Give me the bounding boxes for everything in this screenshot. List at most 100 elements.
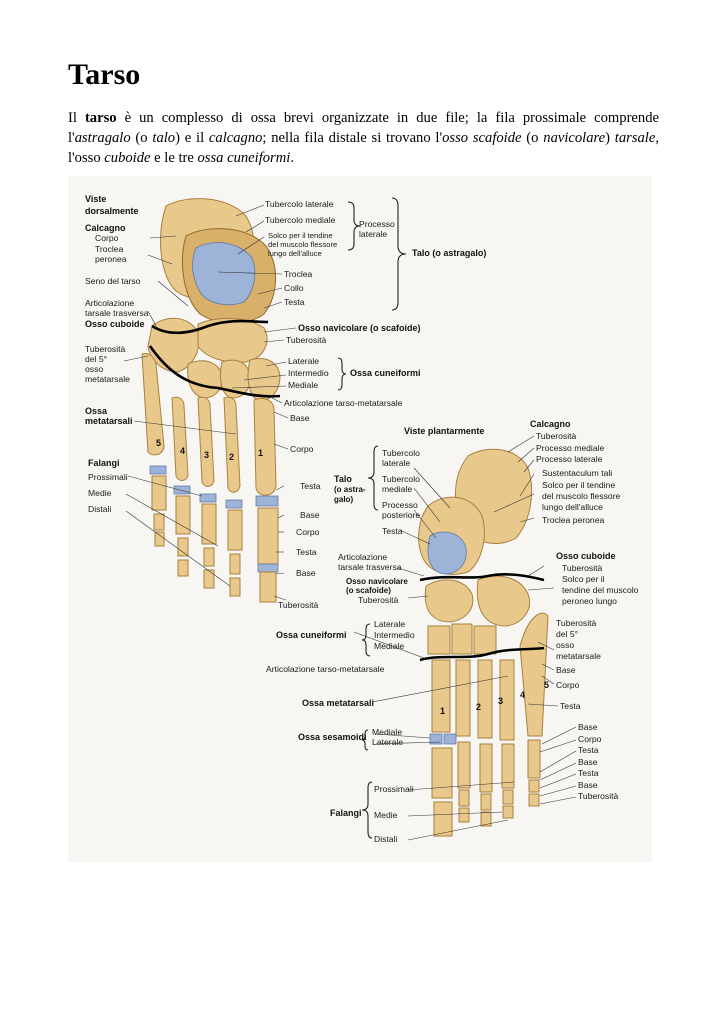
label-tub5-3: osso xyxy=(85,364,103,374)
label-p-testa: Testa xyxy=(382,526,403,536)
label-p-cuneiformi: Ossa cuneiformi xyxy=(276,630,347,640)
label-p-ses-med: Mediale xyxy=(372,727,402,737)
paragraph-run: cuboide xyxy=(104,150,151,166)
anatomy-illustration: Viste dorsalmente Calcagno Corpo Troclea… xyxy=(85,194,639,844)
label-p-nav-tub: Tuberosità xyxy=(358,595,399,605)
label-corpo: Corpo xyxy=(95,233,119,243)
label-p-r-corpo: Corpo xyxy=(578,734,602,744)
label-corpo-meta: Corpo xyxy=(290,444,314,454)
paragraph-run: (o xyxy=(521,130,544,146)
label-processo-1: Processo xyxy=(359,219,395,229)
label-peronea: peronea xyxy=(95,254,127,264)
label-p-prossimali: Prossimali xyxy=(374,784,414,794)
label-p-cun-med: Mediale xyxy=(374,641,404,651)
label-p-troclea: Troclea peronea xyxy=(542,515,604,525)
paragraph-run: navicolare xyxy=(543,130,606,146)
label-p-solco-2: del muscolo flessore xyxy=(542,491,621,501)
label-talo: Talo (o astragalo) xyxy=(412,248,486,258)
label-troclea-talo: Troclea xyxy=(284,269,313,279)
label-p-proc-lat: Processo laterale xyxy=(536,454,603,464)
label-ossa-meta-2: metatarsali xyxy=(85,416,133,426)
p-number-3: 3 xyxy=(498,696,503,706)
label-calcagno: Calcagno xyxy=(85,223,126,233)
label-p-pp-2: posteriore xyxy=(382,510,420,520)
label-p-ses-lat: Laterale xyxy=(372,737,403,747)
label-osso-cuboide: Osso cuboide xyxy=(85,319,145,329)
plantar-foot-drawing xyxy=(418,448,549,837)
label-p-t5-1: Tuberosità xyxy=(556,618,597,628)
plantar-labels: Viste plantarmente Calcagno Tuberosità P… xyxy=(266,419,639,844)
paragraph-run: ; nella fila distale si trovano l' xyxy=(262,130,443,146)
braces xyxy=(337,197,407,839)
label-p-cs-1: Solco per il xyxy=(562,574,605,584)
label-p-r-base-2: Base xyxy=(578,757,598,767)
label-p-r-tub: Tuberosità xyxy=(578,791,619,801)
page-title: Tarso xyxy=(68,58,141,91)
label-p-distali: Distali xyxy=(374,834,397,844)
label-cun-mediale: Mediale xyxy=(288,380,318,390)
label-tub-laterale: Tubercolo laterale xyxy=(265,199,334,209)
label-falangi: Falangi xyxy=(88,458,120,468)
paragraph-run: e le tre xyxy=(150,150,198,166)
number-2: 2 xyxy=(229,452,234,462)
paragraph-run: (o xyxy=(130,130,153,146)
label-ossa-meta-1: Ossa xyxy=(85,406,108,416)
number-4: 4 xyxy=(180,446,185,456)
foot-anatomy-figure: Viste dorsalmente Calcagno Corpo Troclea… xyxy=(68,176,652,862)
label-p-cub-tub: Tuberosità xyxy=(562,563,603,573)
p-number-4: 4 xyxy=(520,690,525,700)
label-medie: Medie xyxy=(88,488,112,498)
label-tub-mediale: Tubercolo mediale xyxy=(265,215,336,225)
label-testa-meta: Testa xyxy=(300,481,321,491)
label-tub5-4: metatarsale xyxy=(85,374,130,384)
label-distali: Distali xyxy=(88,504,111,514)
label-p-talo-2: (o astra- xyxy=(334,485,366,494)
label-p-metatarsali: Ossa metatarsali xyxy=(302,698,374,708)
paragraph-run: è un complesso di ossa brevi organizzate… xyxy=(68,110,659,146)
label-prossimali: Prossimali xyxy=(88,472,128,482)
label-seno-tarso: Seno del tarso xyxy=(85,276,141,286)
label-p-t5-3: osso xyxy=(556,640,574,650)
label-p-cs-2: tendine del muscolo xyxy=(562,585,639,595)
label-testa-talo: Testa xyxy=(284,297,305,307)
paragraph-run: astragalo xyxy=(74,130,131,146)
label-p-cun-lat: Laterale xyxy=(374,619,405,629)
label-p-base: Base xyxy=(556,665,576,675)
label-p-nav-1: Osso navicolare xyxy=(346,577,408,586)
leader-lines xyxy=(123,204,577,841)
label-cun-laterale: Laterale xyxy=(288,356,319,366)
paragraph-run: tarsale xyxy=(614,130,656,146)
paragraph-run: tarso xyxy=(84,110,117,126)
label-p-talo-1: Talo xyxy=(334,474,352,484)
label-base-3: Base xyxy=(296,568,316,578)
paragraph-run: , l'osso xyxy=(68,130,659,166)
label-navicolare: Osso navicolare (o scafoide) xyxy=(298,323,421,333)
label-tarso-meta: Articolazione tarso-metatarsale xyxy=(284,398,403,408)
label-base: Base xyxy=(290,413,310,423)
label-tub5-2: del 5° xyxy=(85,354,107,364)
label-p-tm-2: mediale xyxy=(382,484,412,494)
label-processo-2: laterale xyxy=(359,229,387,239)
label-p-sesamoidi: Ossa sesamoidi xyxy=(298,732,367,742)
label-p-t5-4: metatarsale xyxy=(556,651,601,661)
paragraph-run: Il xyxy=(68,110,85,126)
label-artic-1: Articolazione xyxy=(85,298,134,308)
label-p-falangi: Falangi xyxy=(330,808,362,818)
paragraph-run: ossa cuneiformi xyxy=(197,150,291,166)
label-base-2: Base xyxy=(300,510,320,520)
label-cun-intermedio: Intermedio xyxy=(288,368,329,378)
label-p-r-testa-2: Testa xyxy=(578,768,599,778)
paragraph-run: talo xyxy=(152,130,176,146)
label-p-sust: Sustentaculum tali xyxy=(542,468,612,478)
label-p-cun-int: Intermedio xyxy=(374,630,415,640)
label-p-calcagno: Calcagno xyxy=(530,419,571,429)
dorsal-heading-1: Viste xyxy=(85,194,106,204)
label-testa-2: Testa xyxy=(296,547,317,557)
label-p-r-base-3: Base xyxy=(578,780,598,790)
label-p-t5-2: del 5° xyxy=(556,629,578,639)
label-p-cuboide: Osso cuboide xyxy=(556,551,616,561)
label-ossa-cuneiformi: Ossa cuneiformi xyxy=(350,368,421,378)
label-solco-3: lungo dell'alluce xyxy=(268,249,322,258)
label-p-solco-1: Solco per il tendine xyxy=(542,480,615,490)
label-p-r-base: Base xyxy=(578,722,598,732)
